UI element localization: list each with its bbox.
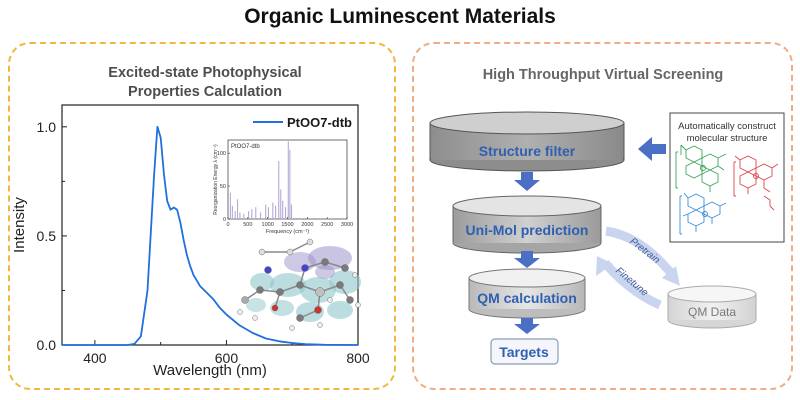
molecule-atom (346, 296, 354, 304)
orbital-lobe (327, 301, 353, 319)
inset-x-tick-label: 2500 (321, 222, 333, 228)
orbital-lobe (246, 298, 266, 312)
molecule-atom (237, 309, 243, 315)
inset-x-tick-label: 0 (226, 222, 229, 228)
y-tick-label: 0.0 (37, 337, 57, 353)
molecule-atom (301, 264, 309, 272)
molecule-atom (314, 306, 322, 314)
molecule-atom (296, 281, 304, 289)
inset-y-axis-label: Reorganization Energy λ (cm⁻¹) (213, 144, 219, 215)
photophysical-panel-title: Excited-state Photophysical Properties C… (40, 64, 370, 102)
molecule-atom (355, 302, 361, 308)
inset-x-tick-label: 1000 (262, 222, 274, 228)
molecule-atom (271, 304, 279, 312)
molecule-atom (321, 258, 329, 266)
molecule-atom (241, 296, 249, 304)
orbital-lobe (284, 252, 316, 272)
legend-label: PtOO7-dtb (287, 115, 352, 130)
molecule-atom (296, 314, 304, 322)
inset-y-tick-label: 100 (217, 151, 226, 157)
y-tick-label: 0.5 (37, 228, 57, 244)
molecule-orbital-illustration (237, 238, 361, 331)
x-axis-label: Wavelength (nm) (153, 362, 267, 379)
molecule-atom (264, 266, 272, 274)
inset-x-axis-label: Frequency (cm⁻¹) (266, 229, 309, 235)
molecule-atom (252, 315, 258, 321)
molecule-atom (306, 238, 314, 246)
x-tick-label: 800 (346, 350, 370, 366)
y-tick-label: 1.0 (37, 119, 57, 135)
screening-panel-title: High Throughput Virtual Screening (482, 67, 724, 83)
molecule-atom (256, 286, 264, 294)
molecule-atom (276, 288, 284, 296)
orbital-lobe (250, 273, 274, 291)
molecule-bond (289, 241, 311, 253)
orbital-lobe (315, 265, 335, 279)
plot-frame (61, 104, 359, 346)
inset-x-tick-label: 1500 (281, 222, 293, 228)
inset-y-tick-label: 0 (223, 217, 226, 223)
photophysical-panel (8, 42, 396, 390)
molecule-atom (258, 248, 266, 256)
molecule-atom (352, 272, 358, 278)
molecule-atom (341, 264, 349, 272)
x-tick-label: 400 (83, 350, 107, 366)
inset-y-tick-label: 50 (220, 184, 226, 190)
molecule-atom (286, 248, 294, 256)
y-axis-label: Intensity (11, 197, 28, 253)
molecule-atom (317, 322, 323, 328)
inset-plot-frame (227, 139, 348, 220)
molecule-atom (336, 281, 344, 289)
molecule-atom (289, 325, 295, 331)
panel-title-line-2: Properties Calculation (128, 84, 282, 100)
x-tick-label: 600 (215, 350, 239, 366)
panel-title-line-1: Excited-state Photophysical (108, 65, 302, 81)
screening-panel (412, 42, 793, 390)
inset-x-tick-label: 3000 (341, 222, 353, 228)
main-title: Organic Luminescent Materials (244, 5, 556, 28)
inset-title: PtOO7-dtb (231, 144, 260, 150)
molecule-atom (327, 297, 333, 303)
molecule-atom (315, 287, 325, 297)
inset-x-tick-label: 500 (243, 222, 252, 228)
inset-x-tick-label: 2000 (301, 222, 313, 228)
emission-spectrum-line (62, 125, 359, 346)
